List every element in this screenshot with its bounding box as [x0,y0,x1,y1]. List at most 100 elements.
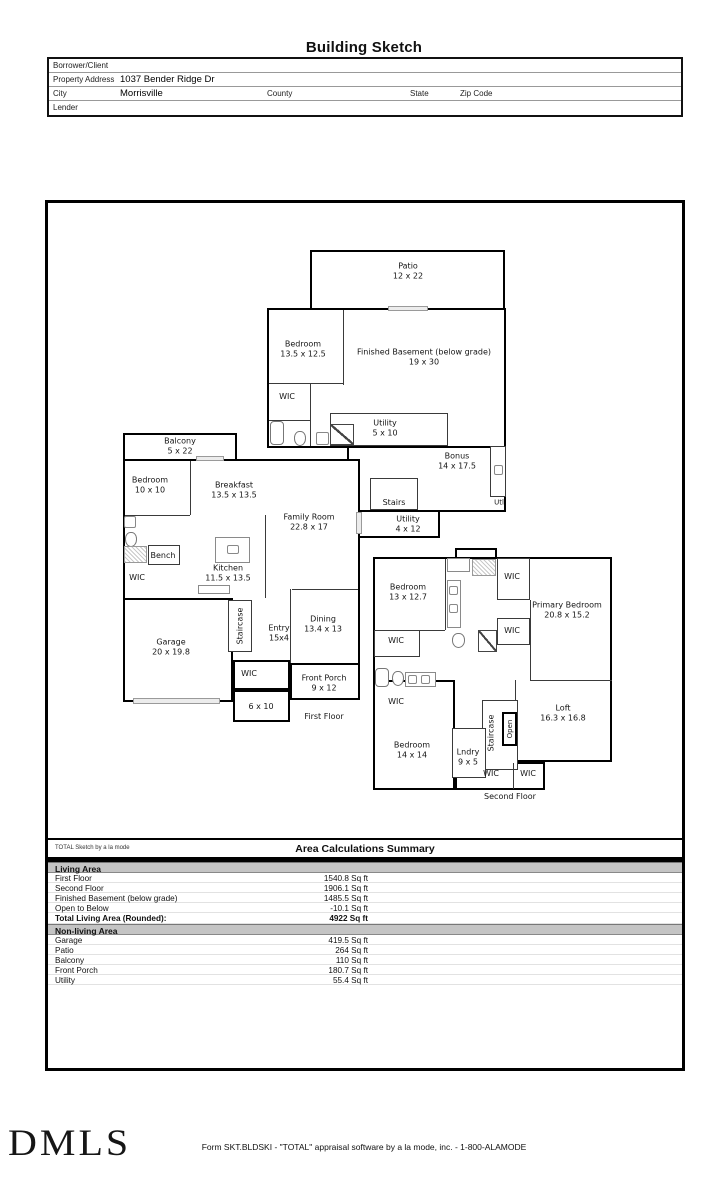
room-label-stoop: 6 x 10 [248,701,274,711]
summary-title: Area Calculations Summary [295,843,435,855]
total-sketch-watermark: TOTAL Sketch by a la mode [55,845,130,851]
sink-icon [316,432,329,445]
wall [530,680,612,681]
room-label-sf-wic-ml: WIC [388,696,404,706]
city-value: Morrisville [120,88,163,99]
staircase-diagonal-icon [478,630,497,652]
room-label-patio: Patio 12 x 22 [392,261,424,281]
sf-wic-mid-outline [497,618,530,645]
sf-wic-top-outline [497,558,530,600]
room-label-front-porch: Front Porch 9 x 12 [301,673,347,693]
sf-bedroom-ext-outline [373,680,455,790]
city-label: City [53,89,67,98]
room-label-sf-wic-top: WIC [504,571,520,581]
room-label-garage: Garage 20 x 19.8 [152,637,190,657]
sink-icon [449,604,458,613]
patio-outline [310,250,505,310]
floor-label-first-floor: First Floor [304,711,344,721]
wall [125,515,190,516]
property-address-label: Property Address [53,75,115,84]
stoop-outline [233,690,290,722]
summary-header: TOTAL Sketch by a la mode Area Calculati… [48,840,682,857]
room-label-sf-wic-left: WIC [388,635,404,645]
property-info-table: Borrower/Client Property Address 1037 Be… [47,57,683,117]
lender-label: Lender [53,103,78,112]
room-label-balcony: Balcony 5 x 22 [164,436,196,456]
open-to-below-outline [502,712,517,746]
property-address-value: 1037 Bender Ridge Dr [120,74,215,85]
room-label-basement-utility5: Utility 5 x 10 [372,418,398,438]
room-label-breakfast: Breakfast 13.5 x 13.5 [211,480,257,500]
summary-row: Patio 264 Sq ft [48,945,682,955]
vanity-counter [447,558,470,572]
room-label-sf-wic-b1: WIC [483,768,499,778]
summary-row: Garage 419.5 Sq ft [48,935,682,945]
room-label-utl: Utl [494,498,504,507]
lndry-outline [452,728,486,778]
room-label-entry: Entry 15x4 [268,623,290,643]
room-label-kitchen: Kitchen 11.5 x 13.5 [205,563,251,583]
room-label-open: Open [506,719,514,739]
wall [290,589,291,663]
room-label-loft: Loft 16.3 x 16.8 [540,703,586,723]
sliding-door [388,306,428,311]
footer-form-text: Form SKT.BLDSKI - "TOTAL" appraisal soft… [201,1142,527,1152]
borrower-row: Borrower/Client [49,59,681,73]
summary-row: Front Porch 180.7 Sq ft [48,965,682,975]
summary-row: Second Floor 1906.1 Sq ft [48,883,682,893]
room-label-primary-bedroom: Primary Bedroom 20.8 x 15.2 [532,600,602,620]
sink-icon [124,516,136,528]
nonliving-area-band: Non-living Area [48,924,682,936]
bench-outline [148,545,180,565]
room-label-basement-utility4: Utility 4 x 12 [395,514,421,534]
room-label-ff-staircase: Staircase [235,607,245,645]
room-label-sf-staircase: Staircase [486,714,496,752]
page-title: Building Sketch [305,39,423,56]
wall [292,589,358,590]
room-label-sf-wic-b2: WIC [520,768,536,778]
summary-row: Utility 55.4 Sq ft [48,975,682,985]
summary-row: First Floor 1540.8 Sq ft [48,873,682,883]
summary-row: Open to Below -10.1 Sq ft [48,903,682,913]
room-label-bonus: Bonus 14 x 17.5 [438,451,476,471]
room-label-sf-bedroom-b: Bedroom 14 x 14 [393,740,431,760]
summary-divider [48,857,682,862]
sink-icon [449,586,458,595]
room-label-sf-bedroom-a: Bedroom 13 x 12.7 [389,582,427,602]
window [356,512,362,534]
sink-icon [421,675,430,684]
wall [265,515,266,598]
room-label-bench: Bench [150,550,176,560]
shower-icon [124,546,147,563]
wall [190,461,191,515]
toilet-icon [452,633,465,648]
dmls-logo: DMLS [8,1121,132,1164]
summary-total-row: Total Living Area (Rounded): 4922 Sq ft [48,913,682,924]
wall [445,559,446,630]
toilet-icon [294,431,306,446]
room-label-dining: Dining 13.4 x 13 [304,614,342,634]
wall [513,763,514,789]
appliance-icon [494,465,503,475]
range-counter [198,585,230,594]
garage-door [133,698,220,704]
toilet-icon [125,532,137,547]
front-porch-outline [290,663,360,700]
zip-label: Zip Code [460,89,493,98]
room-label-ff-bedroom: Bedroom 10 x 10 [131,475,169,495]
staircase-outline [228,600,252,652]
room-label-ff-wic-b: WIC [241,668,257,678]
room-label-basement-wic: WIC [279,391,295,401]
city-row: City Morrisville County State Zip Code [49,87,681,101]
sink-icon [408,675,417,684]
room-label-sf-wic-mid: WIC [504,625,520,635]
bathtub-icon [270,421,284,445]
wall [343,310,344,385]
bathtub-icon [375,668,389,687]
room-label-ff-wic-a: WIC [129,572,145,582]
shower-icon [472,559,496,576]
staircase-diagonal-icon [330,424,354,445]
room-label-basement-bedroom: Bedroom 13.5 x 12.5 [280,339,326,359]
wall [530,600,531,680]
